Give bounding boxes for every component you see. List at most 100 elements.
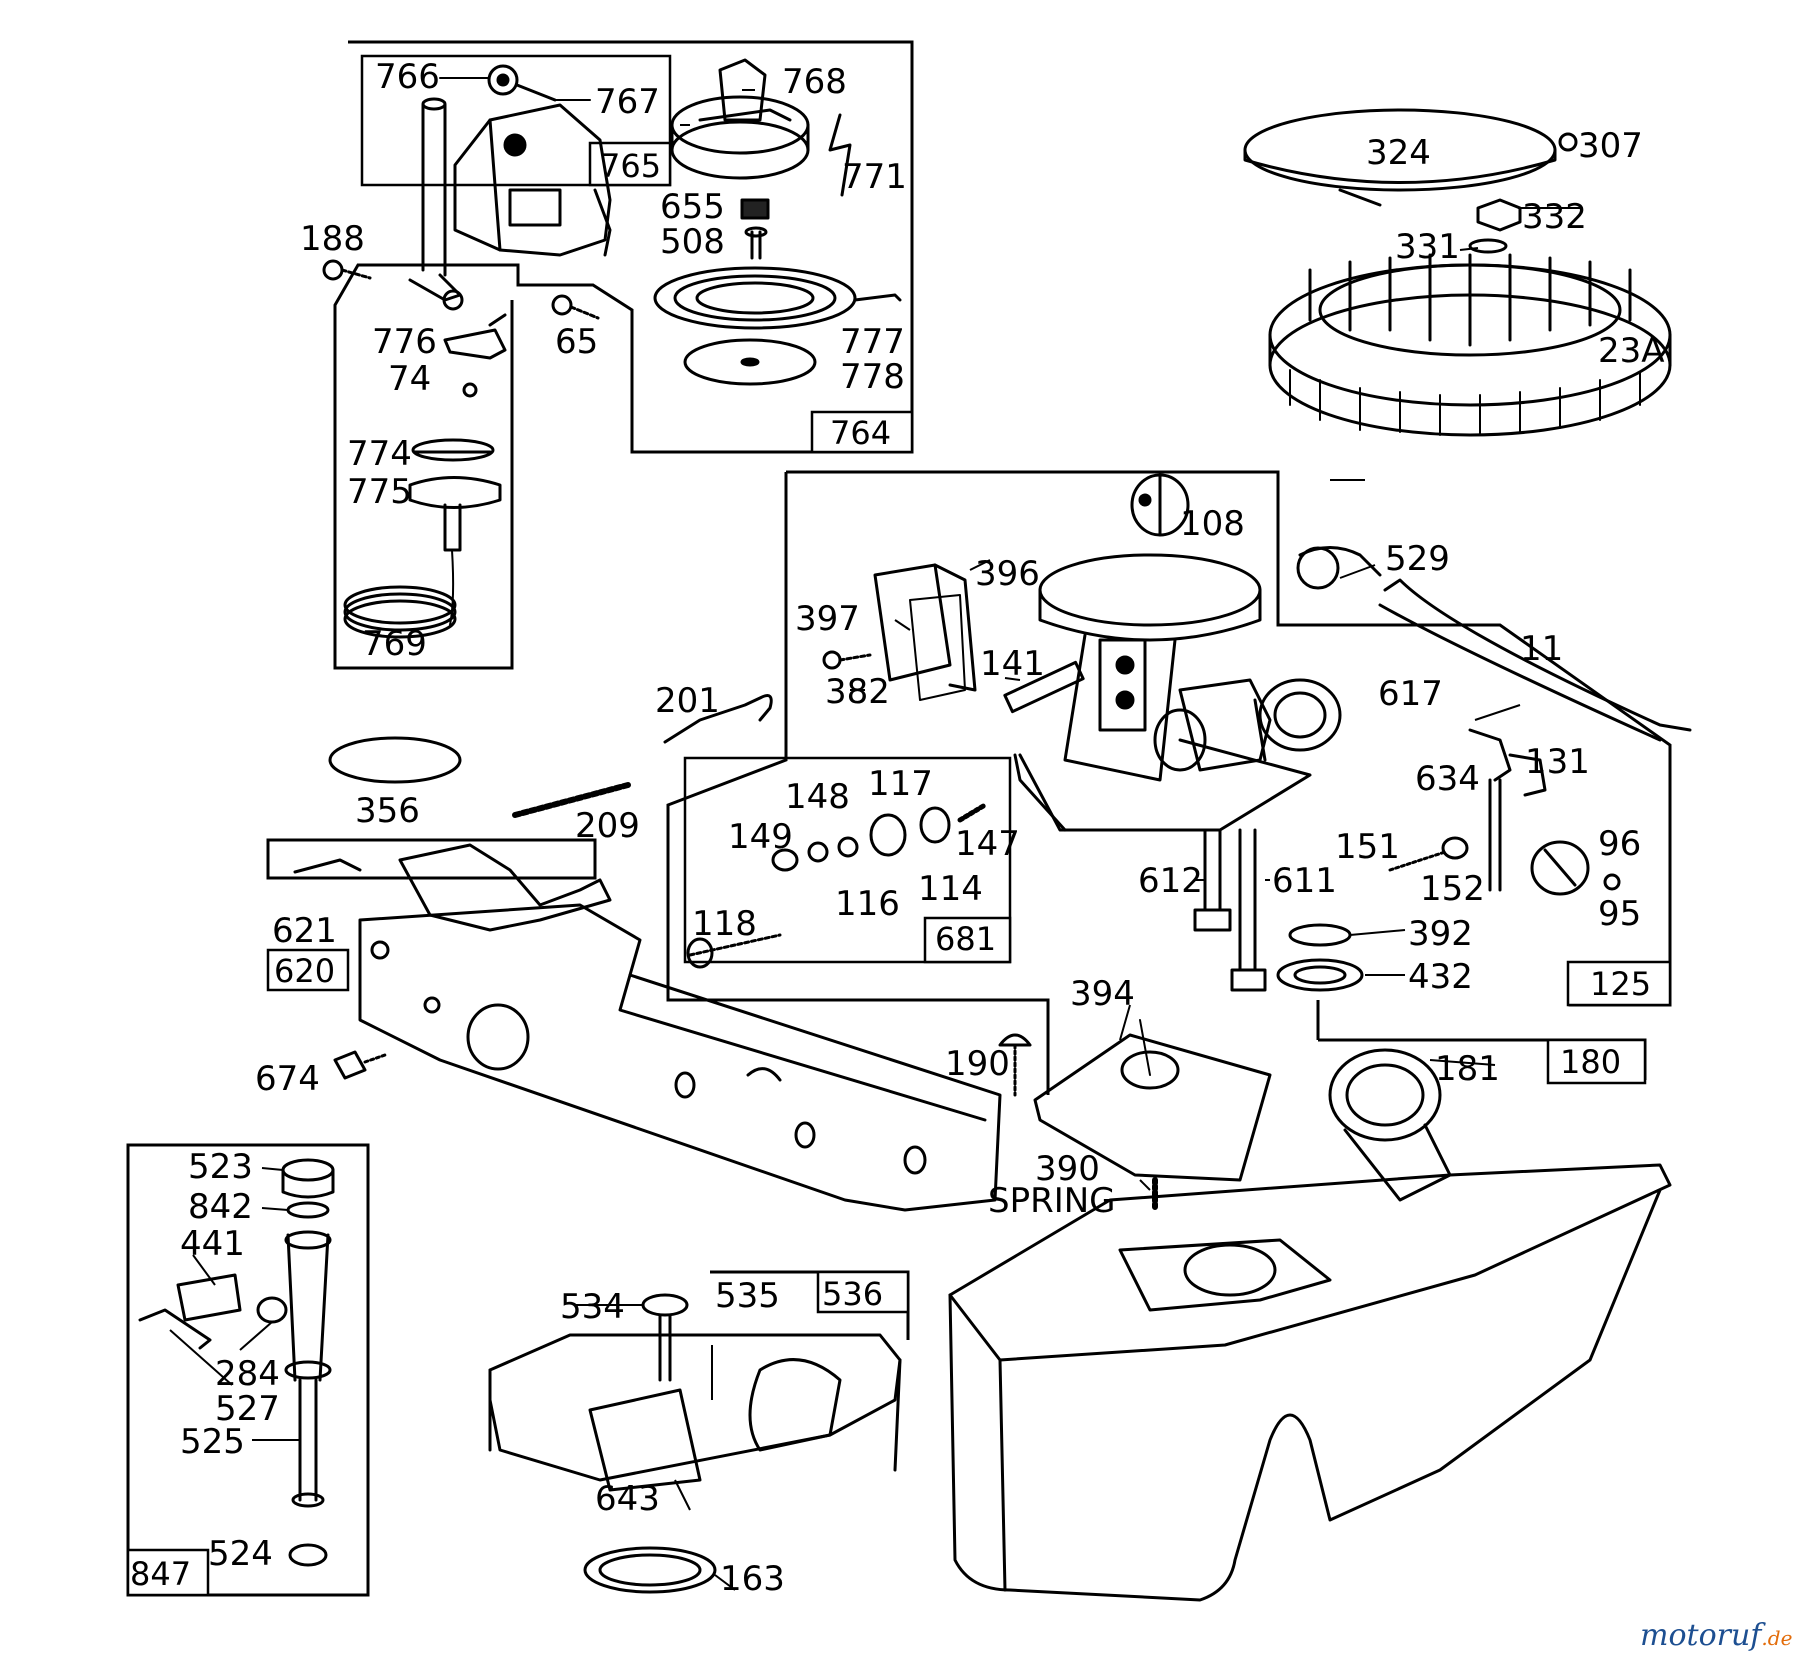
callout-307: 307 [1578,126,1643,166]
part-778-plate [683,338,817,386]
part-394-gasket [1033,1019,1272,1182]
part-141-pin [1003,660,1085,714]
callout-148: 148 [785,777,850,817]
part-432-ring [1276,958,1364,992]
callout-643: 643 [595,1479,660,1519]
callout-390: 390 [1035,1149,1100,1189]
callout-778: 778 [840,357,905,397]
callout-95: 95 [1598,894,1641,934]
border-group-847 [126,1143,370,1597]
callout-776: 776 [372,322,437,362]
callout-655: 655 [660,187,725,227]
callout-523: 523 [188,1147,253,1187]
part-108-choke [1130,473,1190,537]
callout-842: 842 [188,1187,253,1227]
callout-284: 284 [215,1354,280,1394]
callout-65: 65 [555,322,598,362]
callout-617: 617 [1378,674,1443,714]
callout-74: 74 [388,359,431,399]
callout-23A: 23A [1598,331,1665,371]
callout-765: 765 [600,147,661,185]
part-777-rewind-spring [653,266,902,330]
callout-181: 181 [1435,1049,1500,1089]
callout-432: 432 [1408,957,1473,997]
part-151-spring [1388,850,1447,872]
callout-764: 764 [830,414,891,452]
callout-394: 394 [1070,974,1135,1014]
callout-116: 116 [835,884,900,924]
part-655-508 [740,198,770,260]
part-181-neck [1328,1048,1452,1202]
watermark-main: motoruf [1640,1618,1766,1653]
part-190-screw [998,1033,1032,1097]
part-307-screw [1558,132,1578,152]
callout-131: 131 [1525,742,1590,782]
callout-620: 620 [274,952,335,990]
part-441-284-527 [138,1273,288,1350]
part-96-95 [1530,840,1621,896]
callout-152: 152 [1420,869,1485,909]
part-332-331 [1468,198,1522,254]
part-356-gasket [328,736,462,784]
callout-397: 397 [795,599,860,639]
part-769-rope [343,585,457,639]
callout-382: 382 [825,672,890,712]
callout-525: 525 [180,1422,245,1462]
part-201-link [663,694,773,744]
part-11-fuel-line [1378,578,1692,742]
callout-634: 634 [1415,759,1480,799]
callout-147: 147 [955,824,1020,864]
callout-190: 190 [945,1044,1010,1084]
border-group-620 [266,838,597,880]
callout-681: 681 [935,920,996,958]
part-681-kit [686,802,988,969]
part-765-starter-bracket [453,103,612,257]
part-535-536-filter [488,1333,902,1492]
callout-108: 108 [1180,504,1245,544]
callout-201: 201 [655,681,720,721]
part-529-elbow [1296,546,1382,590]
callout-118: 118 [692,904,757,944]
callout-766: 766 [375,57,440,97]
callout-847: 847 [130,1555,191,1593]
part-188-screw [322,259,372,281]
callout-96: 96 [1598,824,1641,864]
motoruf-watermark: motoruf.de [1640,1618,1792,1653]
part-776-74-clip [443,313,507,398]
part-152 [1441,836,1469,860]
callout-508: 508 [660,222,725,262]
callout-324: 324 [1366,133,1431,173]
callout-536: 536 [822,1275,883,1313]
watermark-suffix: .de [1761,1626,1792,1650]
callout-163: 163 [720,1559,785,1599]
part-620-plate [358,903,1002,1212]
callout-151: 151 [1335,827,1400,867]
callout-771: 771 [842,157,907,197]
part-fuel-tank [948,1163,1672,1602]
leader-lines [169,89,1580,1591]
part-766-767-bolt [439,64,591,102]
callout-775: 775 [347,472,412,512]
callout-117: 117 [868,764,933,804]
callout-767: 767 [595,82,660,122]
callout-331: 331 [1395,227,1460,267]
callout-774: 774 [347,434,412,474]
part-612-611-tubes [1193,828,1267,992]
part-771-pin [828,113,852,197]
callout-441: 441 [180,1224,245,1264]
part-396-397 [873,563,977,701]
callout-188: 188 [300,219,365,259]
part-209-spring [512,782,631,818]
part-carburetor [1013,553,1342,832]
callout-180: 180 [1560,1043,1621,1081]
callout-209: 209 [575,806,640,846]
part-674-screw [333,1050,387,1080]
callout-392: 392 [1408,914,1473,954]
part-634-131 [1468,728,1547,892]
callout-534: 534 [560,1287,625,1327]
part-324-screen [1243,108,1557,207]
svg-text:motoruf.de: motoruf.de [1640,1618,1792,1653]
callout-769: 769 [362,624,427,664]
callout-332: 332 [1522,197,1587,237]
part-starter-shaft [408,97,464,311]
